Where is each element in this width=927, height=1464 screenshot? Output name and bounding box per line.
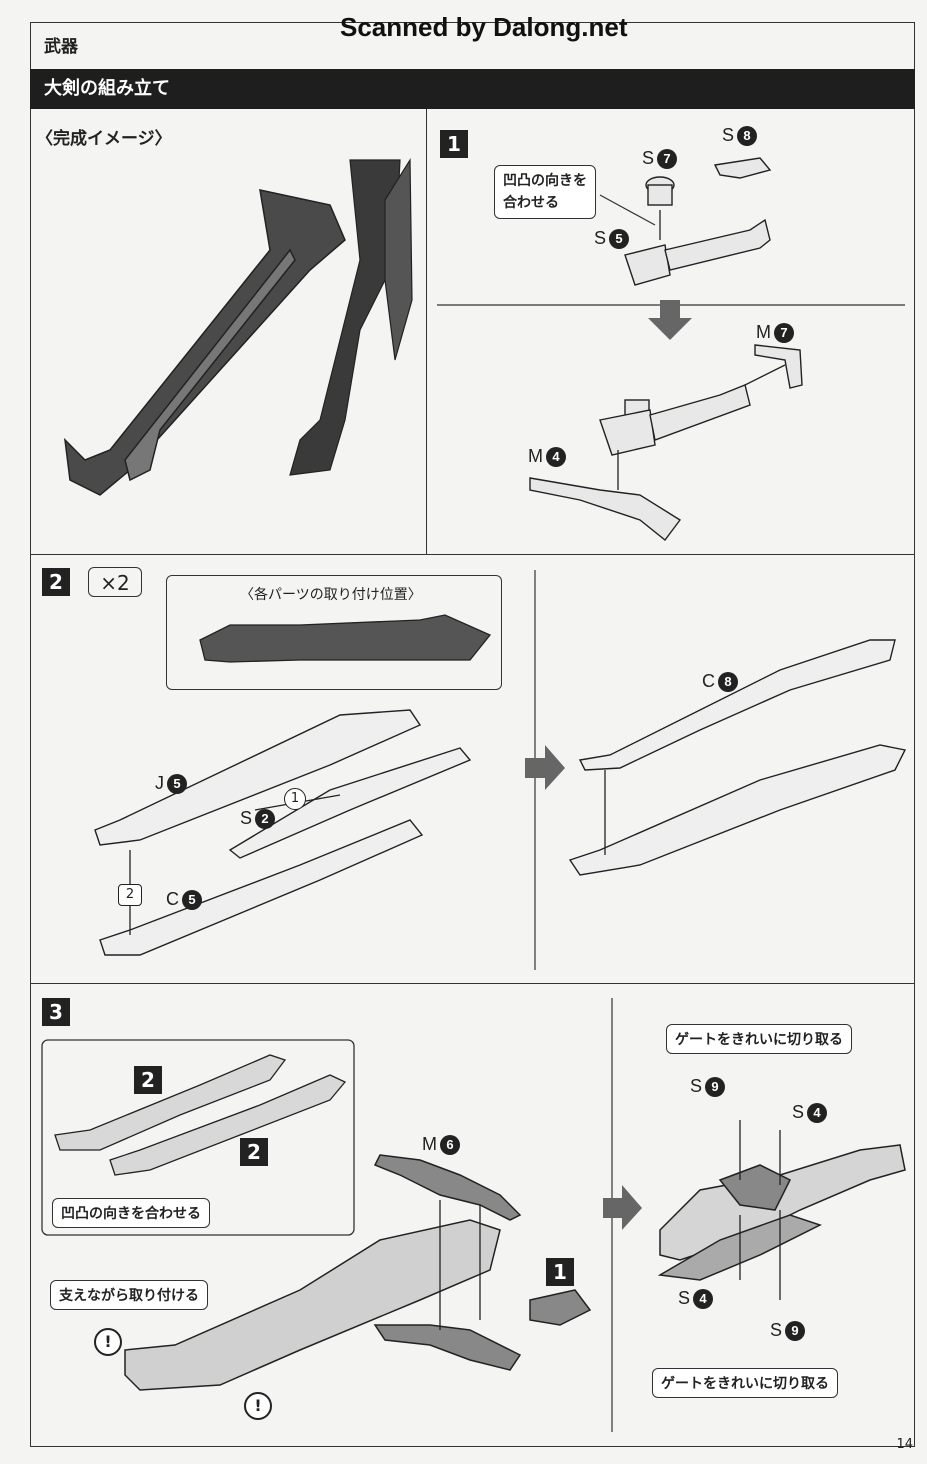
watermark: Scanned by Dalong.net [340,12,628,42]
step1-callout: 凹凸の向きを 合わせる [494,165,596,219]
complete-image-label: 〈完成イメージ〉 [36,129,172,149]
warning-icon-bottom: ! [244,1392,272,1420]
step3-main-blade [124,1154,592,1391]
order-2-marker: 2 [118,884,142,906]
page-number: 14 [896,1437,913,1452]
warning-icon-left: ! [94,1328,122,1356]
gate-callout-bottom: ゲートをきれいに切り取る [652,1368,838,1398]
support-callout: 支えながら取り付ける [50,1280,208,1310]
order-1-marker: 1 [284,788,306,810]
step2-left-blades [94,709,472,956]
step2-number: 2 [42,568,70,596]
gate-callout-top: ゲートをきれいに切り取る [666,1024,852,1054]
complete-sword-illustration [63,189,346,496]
parts-position-label: 〈各パーツの取り付け位置〉 [240,587,422,603]
step3-number: 3 [42,998,70,1026]
step3-sub1: 1 [546,1258,574,1286]
step1-number: 1 [440,130,468,158]
parts-position-box [166,575,502,690]
step2-multiplier: ×2 [88,567,142,597]
step1-upper-parts [624,157,772,286]
step3-sub2b: 2 [240,1138,268,1166]
figure-legs-illustration [289,157,413,476]
step1-lower-parts [529,344,803,541]
step2-right-blades [568,639,907,876]
step3-panel [30,983,915,1447]
step3-sub2a: 2 [134,1066,162,1094]
section-header: 武器 [44,37,78,57]
section-title-bar: 大剣の組み立て [30,69,915,109]
align-callout: 凹凸の向きを合わせる [52,1198,210,1228]
step3-right-assembly [657,1144,906,1281]
step3-inset-blades [54,1054,347,1176]
